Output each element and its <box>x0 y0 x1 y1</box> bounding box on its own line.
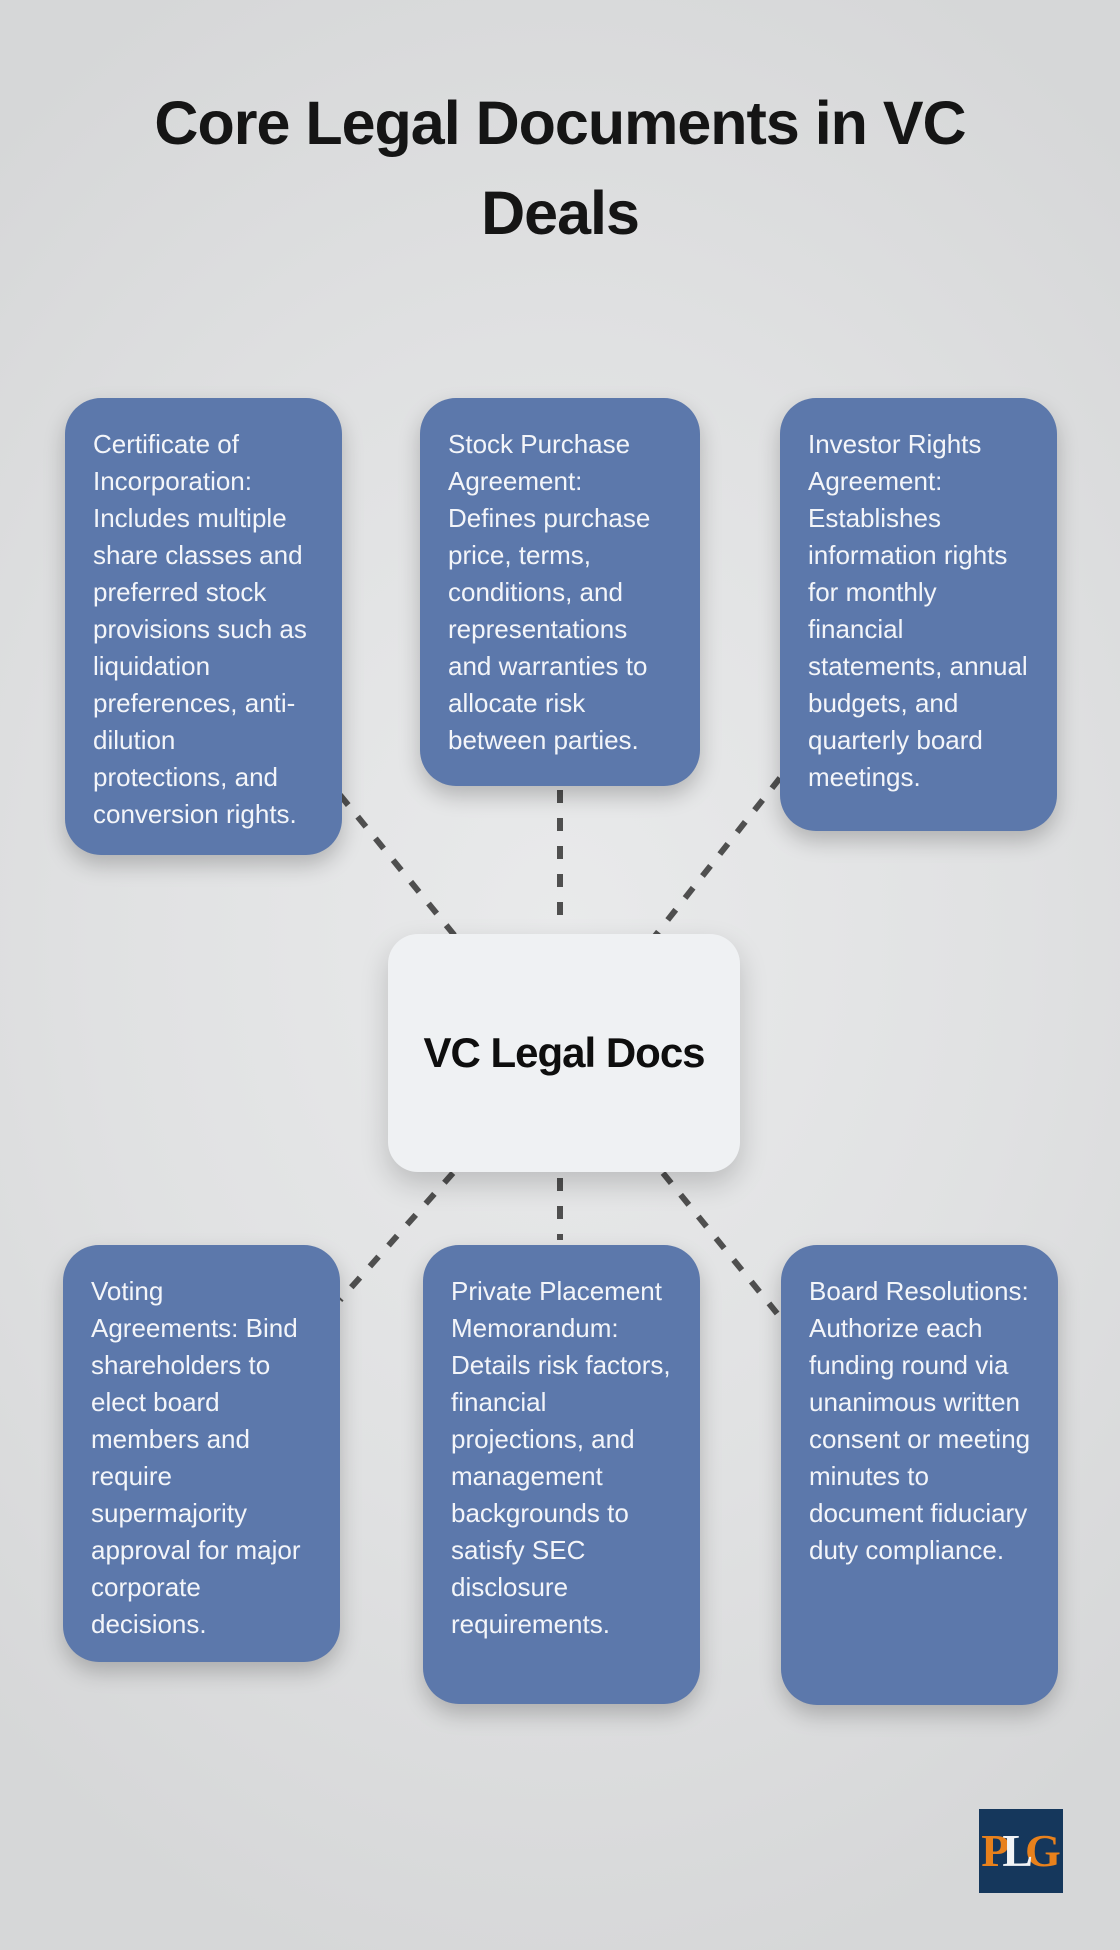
card-text: Stock Purchase Agreement: Defines purcha… <box>448 429 651 755</box>
connector-top-left <box>337 793 458 938</box>
card-investor-rights-agreement: Investor Rights Agreement: Establishes i… <box>780 398 1057 831</box>
card-text: Certificate of Incorporation: Includes m… <box>93 429 307 829</box>
plg-logo: P L G <box>979 1809 1063 1893</box>
card-text: Voting Agreements: Bind shareholders to … <box>91 1276 301 1639</box>
card-text: Private Placement Memorandum: Details ri… <box>451 1276 671 1639</box>
connector-top-right <box>652 776 783 938</box>
logo-letter-g: G <box>1025 1825 1061 1876</box>
center-node-label: VC Legal Docs <box>423 1029 705 1076</box>
card-voting-agreements: Voting Agreements: Bind shareholders to … <box>63 1245 340 1662</box>
card-private-placement-memorandum: Private Placement Memorandum: Details ri… <box>423 1245 700 1704</box>
card-certificate-of-incorporation: Certificate of Incorporation: Includes m… <box>65 398 342 855</box>
card-board-resolutions: Board Resolutions: Authorize each fundin… <box>781 1245 1058 1705</box>
connector-bottom-left <box>337 1171 456 1302</box>
card-stock-purchase-agreement: Stock Purchase Agreement: Defines purcha… <box>420 398 700 786</box>
logo-letter-l: L <box>1002 1825 1033 1876</box>
card-text: Board Resolutions: Authorize each fundin… <box>809 1276 1031 1565</box>
logo-letter-p: P <box>981 1825 1010 1876</box>
center-node-vc-legal-docs: VC Legal Docs <box>388 934 740 1172</box>
card-text: Investor Rights Agreement: Establishes i… <box>808 429 1028 792</box>
page-title: Core Legal Documents in VC Deals <box>154 89 966 247</box>
connector-bottom-right <box>660 1171 783 1319</box>
